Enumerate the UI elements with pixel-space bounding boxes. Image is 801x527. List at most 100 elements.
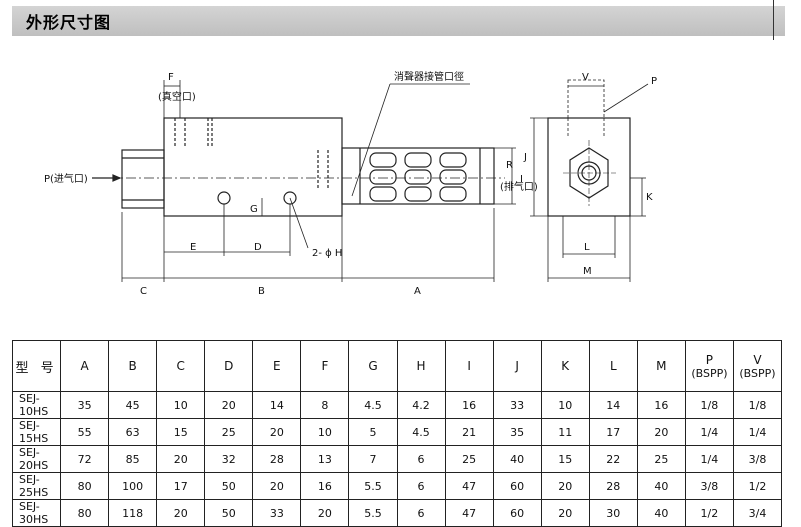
value-cell: 45 (108, 391, 158, 419)
column-header-sub: (BSPP) (691, 366, 728, 380)
column-header-label: D (224, 359, 234, 373)
model-cell: SEJ-15HS (11, 418, 62, 446)
value-cell: 20 (300, 499, 350, 527)
value-cell: 25 (204, 418, 254, 446)
column-header-label: V (753, 352, 762, 367)
value-cell: 20 (204, 391, 254, 419)
value-cell: 63 (108, 418, 158, 446)
value-cell: 35 (492, 418, 542, 446)
label-inlet-port: P(进气口) (44, 172, 88, 185)
value-cell: 5.5 (348, 472, 398, 500)
label-b: B (258, 286, 265, 297)
side-view-body (547, 117, 631, 217)
inlet-fitting (121, 149, 165, 209)
label-m: M (583, 266, 592, 277)
value-cell: 20 (636, 418, 686, 446)
value-cell: 10 (156, 391, 206, 419)
model-cell: SEJ-10HS (11, 391, 62, 419)
value-cell: 33 (252, 499, 302, 527)
value-cell: 80 (60, 472, 110, 500)
value-cell: 13 (300, 445, 350, 473)
value-cell: 35 (60, 391, 110, 419)
label-j: J (523, 152, 527, 163)
value-cell: 32 (204, 445, 254, 473)
column-header: 型 号 (11, 340, 62, 392)
column-header-label: M (656, 359, 667, 373)
column-header: E (252, 340, 302, 392)
model-cell: SEJ-25HS (11, 472, 62, 500)
label-l: L (584, 242, 590, 253)
column-header: P(BSPP) (684, 340, 734, 392)
value-cell: 20 (156, 445, 206, 473)
column-header-label: K (561, 359, 570, 373)
value-cell: 20 (540, 499, 590, 527)
column-header-sub: (BSPP) (739, 366, 776, 380)
value-cell: 3/8 (684, 472, 734, 500)
column-header: M (636, 340, 686, 392)
value-cell: 17 (588, 418, 638, 446)
model-cell: SEJ-20HS (11, 445, 62, 473)
value-cell: 3/8 (732, 445, 783, 473)
value-cell: 16 (444, 391, 494, 419)
column-header-label: A (80, 359, 89, 373)
label-d: D (254, 242, 262, 253)
value-cell: 47 (444, 499, 494, 527)
label-a: A (414, 286, 421, 297)
label-muffler-port: 消聲器接管口徑 (394, 70, 464, 83)
title-bar (12, 6, 785, 36)
value-cell: 20 (252, 472, 302, 500)
value-cell: 21 (444, 418, 494, 446)
value-cell: 20 (252, 418, 302, 446)
column-header-label: J (515, 359, 519, 373)
value-cell: 15 (540, 445, 590, 473)
value-cell: 100 (108, 472, 158, 500)
value-cell: 25 (444, 445, 494, 473)
value-cell: 5 (348, 418, 398, 446)
label-vacuum-port: (真空口) (158, 90, 196, 103)
value-cell: 1/4 (684, 418, 734, 446)
column-header: A (60, 340, 110, 392)
value-cell: 30 (588, 499, 638, 527)
column-header: F (300, 340, 350, 392)
value-cell: 85 (108, 445, 158, 473)
value-cell: 14 (588, 391, 638, 419)
column-header: D (204, 340, 254, 392)
value-cell: 10 (300, 418, 350, 446)
value-cell: 40 (636, 499, 686, 527)
value-cell: 60 (492, 472, 542, 500)
value-cell: 1/2 (684, 499, 734, 527)
label-h: 2- ϕ H (312, 248, 342, 259)
column-header-label: 型 号 (15, 360, 58, 376)
value-cell: 8 (300, 391, 350, 419)
value-cell: 22 (588, 445, 638, 473)
label-c: C (140, 286, 147, 297)
column-header: I (444, 340, 494, 392)
value-cell: 3/4 (732, 499, 783, 527)
value-cell: 50 (204, 499, 254, 527)
muffler (341, 147, 495, 205)
column-header-label: I (467, 359, 471, 373)
value-cell: 1/4 (684, 445, 734, 473)
value-cell: 17 (156, 472, 206, 500)
value-cell: 5.5 (348, 499, 398, 527)
value-cell: 118 (108, 499, 158, 527)
column-header-label: L (609, 359, 617, 373)
value-cell: 60 (492, 499, 542, 527)
column-header: J (492, 340, 542, 392)
label-exhaust-port: (排气口) (500, 180, 538, 193)
column-header: H (396, 340, 446, 392)
value-cell: 20 (156, 499, 206, 527)
column-header: B (108, 340, 158, 392)
value-cell: 10 (540, 391, 590, 419)
value-cell: 33 (492, 391, 542, 419)
value-cell: 20 (540, 472, 590, 500)
label-v: V (582, 72, 589, 83)
column-header: C (156, 340, 206, 392)
value-cell: 28 (252, 445, 302, 473)
